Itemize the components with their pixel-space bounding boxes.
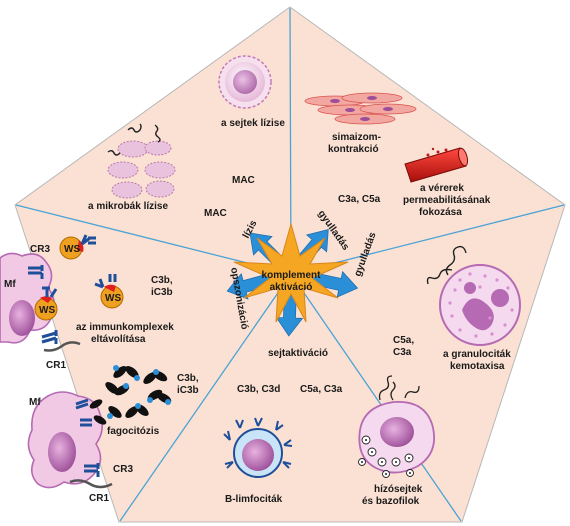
phagocytosis-receptors-icon (75, 398, 92, 427)
c3b-c3d-label: C3b, C3d (237, 384, 280, 395)
mf-bottom-label: Mf (29, 397, 41, 408)
microbe-lysis-label: a mikrobák lízise (88, 201, 168, 212)
cr1-tail-bottom (69, 479, 113, 489)
smooth-muscle-label-2: kontrakció (328, 144, 379, 155)
c3b-ic3b-2-label-2: iC3b (177, 385, 199, 396)
immune-complex-label-1: az immunkomplexek (76, 322, 174, 333)
mast-cell-label-2: és bazofilok (362, 496, 420, 507)
mast-cell-icon (358, 375, 436, 478)
microbes-icon (107, 140, 176, 199)
c3a-right-label: C3a (393, 347, 412, 358)
immune-complex-1-icon (59, 234, 96, 260)
cr1-top-label: CR1 (46, 360, 66, 371)
granulocyte-icon (426, 245, 521, 346)
target-cell-icon (218, 55, 272, 109)
c3b-ic3b-2-label-1: C3b, (177, 373, 199, 384)
phagocytosis-label: fagocitózis (107, 426, 160, 437)
cr3-receptor-bottom-icon (84, 463, 100, 477)
cr1-bottom-label: CR1 (89, 493, 109, 504)
opsonized-bacteria-icon (105, 365, 172, 419)
granulocyte-label-2: kemotaxisa (450, 361, 505, 372)
mf-top-label: Mf (4, 279, 16, 290)
mac-label-2: MAC (204, 208, 227, 219)
cr3-receptor-top-icon (28, 265, 44, 279)
blood-vessel-icon (404, 147, 469, 183)
c5a-c3a-bottom-label: C5a, C3a (300, 384, 343, 395)
cr3-top-label: CR3 (30, 244, 50, 255)
activation-star (233, 222, 349, 323)
ws-label-2: WS (105, 293, 121, 304)
b-cell-label: B-limfociták (225, 494, 283, 505)
vessel-label-3: fokozása (419, 207, 462, 218)
engulfed-bacteria-icon (89, 399, 107, 425)
vessel-label-1: a vérerek (420, 183, 464, 194)
cell-activation-arrow-label: sejtaktiváció (268, 348, 328, 359)
smooth-muscle-icon (304, 92, 417, 125)
macrophage-bottom-icon (27, 391, 104, 489)
immune-complex-3-icon (34, 286, 58, 321)
mast-cell-label-1: hízósejtek (374, 484, 423, 495)
cr3-bottom-label: CR3 (113, 464, 133, 475)
c3b-ic3b-1-label-2: iC3b (151, 287, 173, 298)
smooth-muscle-label-1: simaizom- (332, 132, 381, 143)
vessel-label-2: permeabilitásának (403, 195, 491, 206)
mac-label-1: MAC (232, 175, 255, 186)
immune-complex-2-icon (94, 274, 124, 309)
c3a-c5a-top-label: C3a, C5a (338, 194, 381, 205)
cr1-receptor-top-icon (41, 330, 58, 344)
cr1-tail-top (43, 341, 81, 352)
microbe-strands-icon (107, 123, 161, 156)
center-label-1: komplement (262, 270, 322, 281)
b-cell-icon (223, 417, 293, 478)
ws-label-3: WS (39, 305, 55, 316)
center-label-2: aktiváció (270, 282, 313, 293)
cell-lysis-label: a sejtek lízise (221, 118, 285, 129)
granulocyte-label-1: a granulociták (443, 349, 511, 360)
ws-label-1: WS (64, 244, 80, 255)
c3b-ic3b-1-label-1: C3b, (151, 275, 173, 286)
c5a-right-label: C5a, (393, 335, 414, 346)
immune-complex-label-2: eltávolítása (91, 334, 146, 345)
